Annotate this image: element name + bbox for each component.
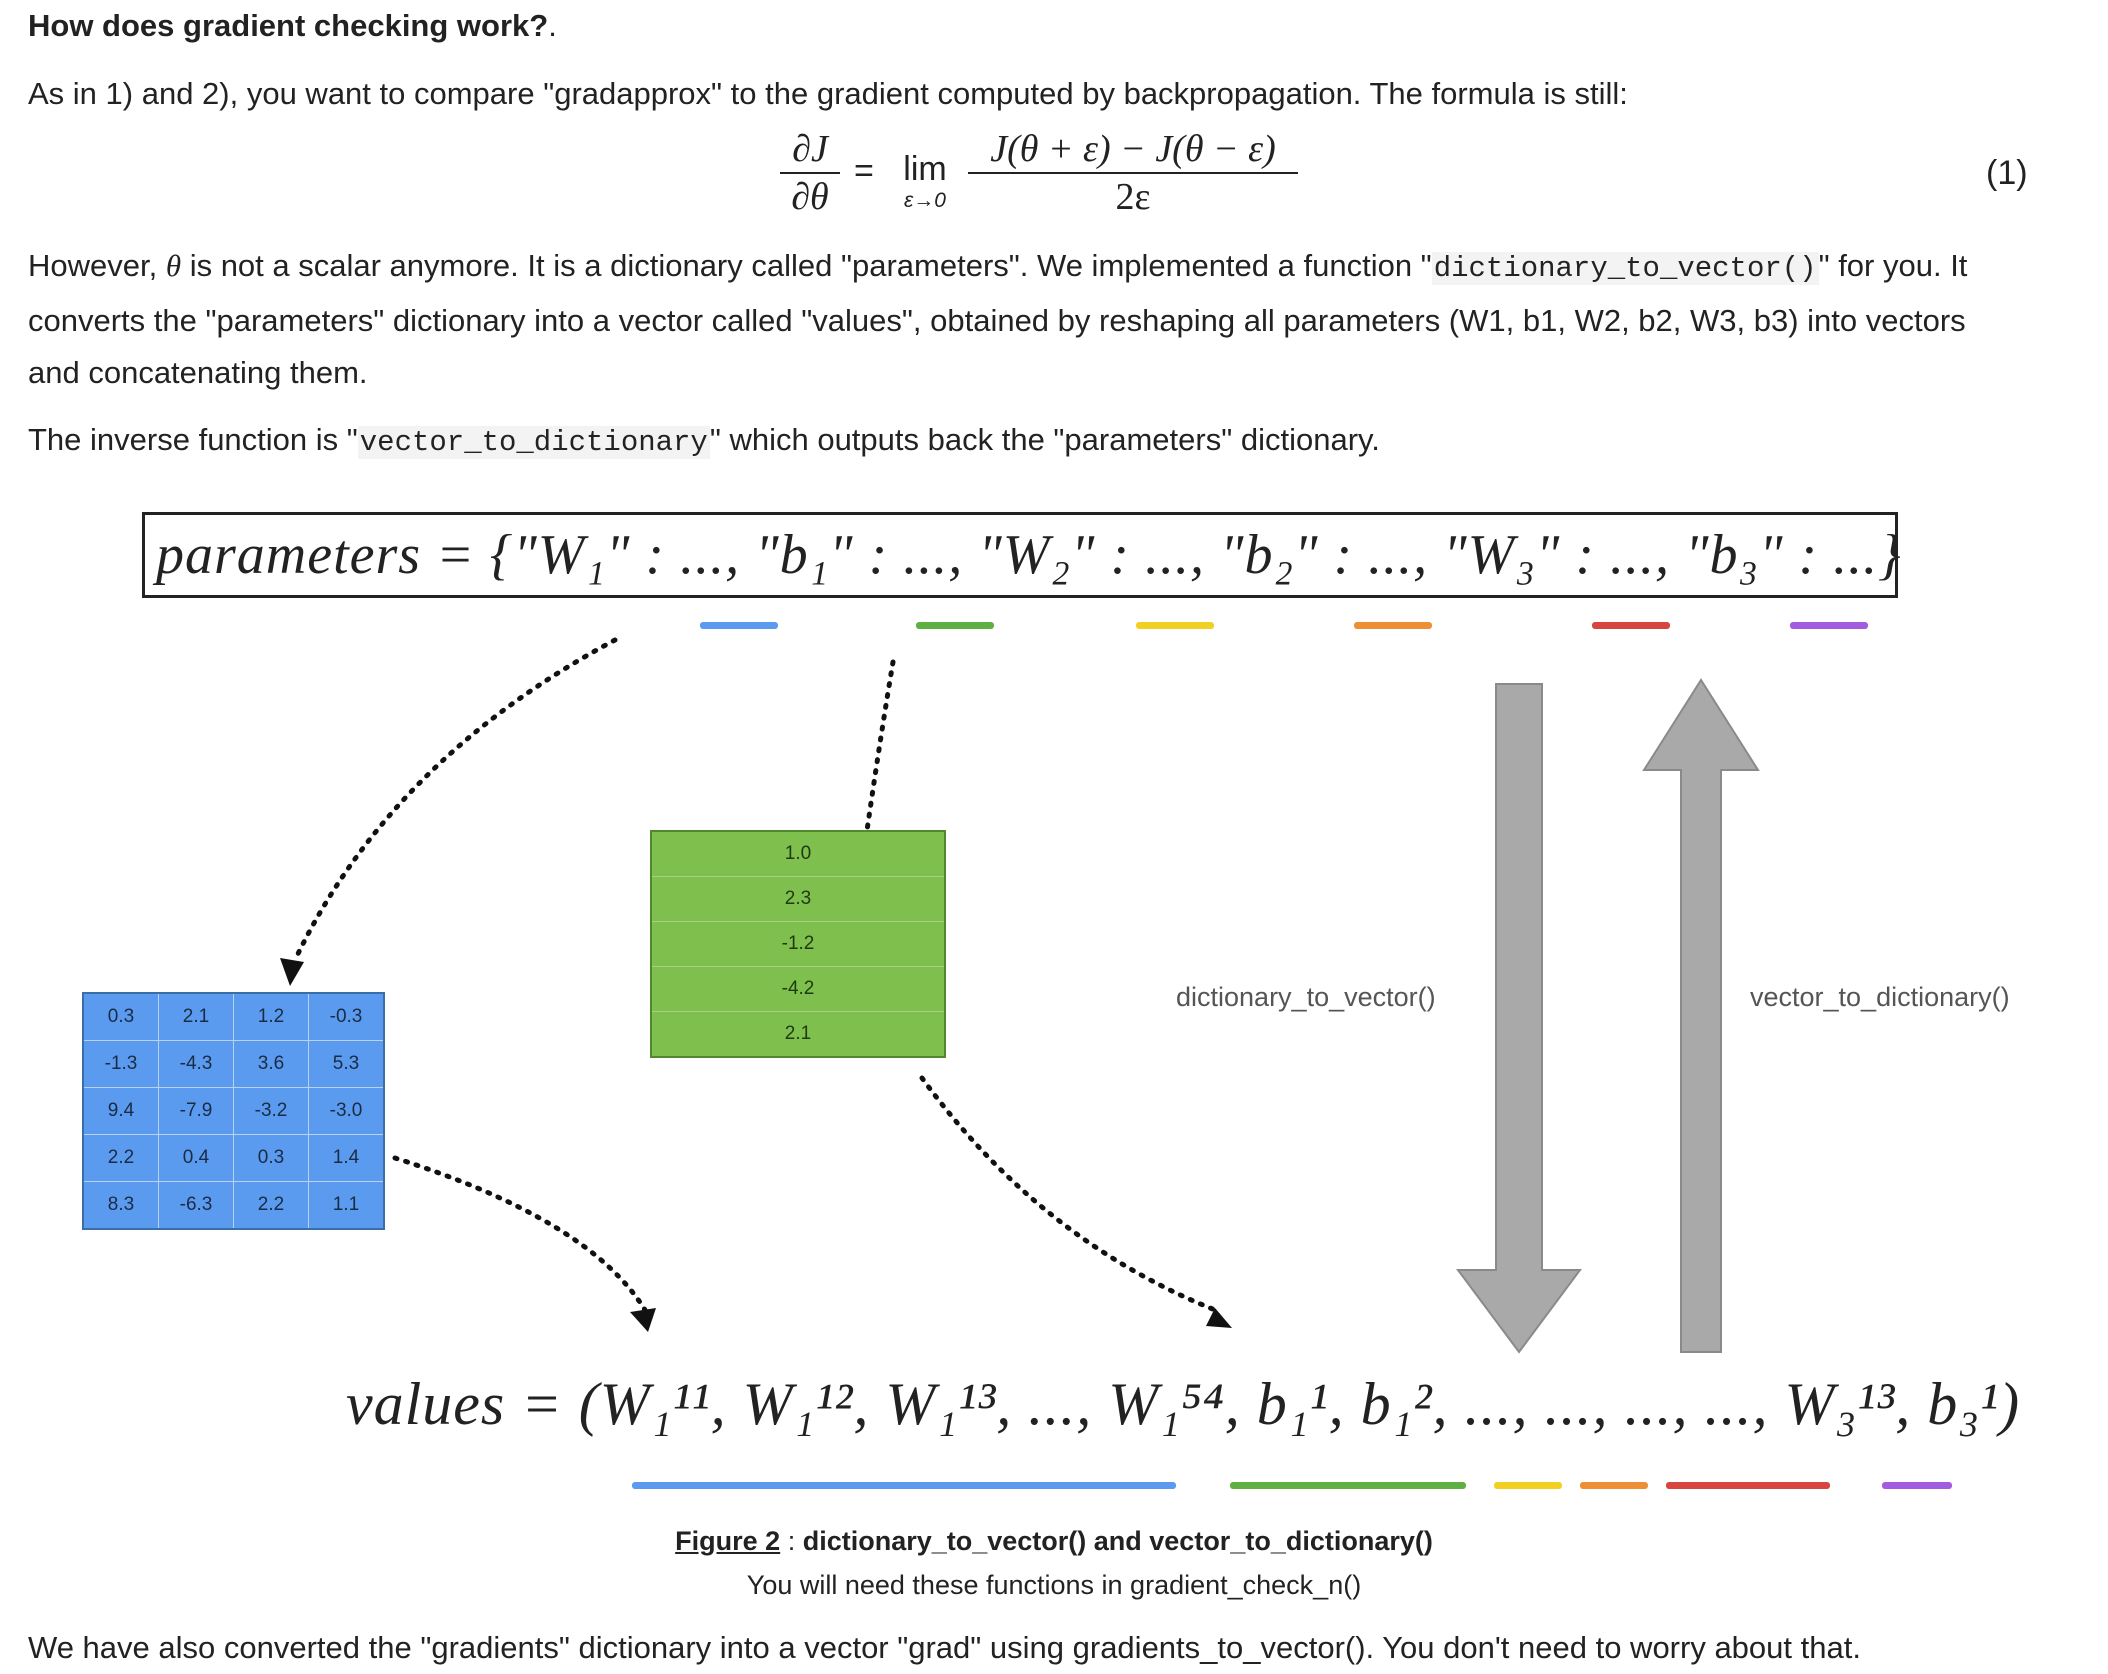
dotted-arrow-to-matrix [292,637,618,963]
matrix-cell: 3.6 [233,1040,309,1088]
formula-lim: lim [903,150,947,188]
caption-separator: : [780,1526,803,1556]
arrowhead-values-left [630,1308,656,1332]
values-underline-b1 [1230,1482,1466,1489]
matrix-cell: 2.2 [82,1134,159,1182]
vector-cell: -1.2 [652,922,944,967]
matrix-cell: 2.2 [233,1181,309,1230]
gradient-formula: ∂J ∂θ = lim ε→0 J(θ + ε) − J(θ − ε) 2ε [780,126,1300,236]
para2-part2: is not a scalar anymore. It is a diction… [181,248,1432,283]
matrix-cell: -4.3 [158,1040,234,1088]
footer-paragraph: We have also converted the "gradients" d… [28,1630,1861,1665]
heading-dot: . [548,8,557,43]
matrix-row: 0.3 2.1 1.2 -0.3 [82,992,385,1041]
figure-2: parameters = {"W₁" : ..., "b₁" : ..., "W… [0,500,2108,1530]
underline-W1 [700,622,778,629]
vector-cell: 2.1 [784,1023,812,1044]
formula-lhs-denominator: ∂θ [791,176,829,218]
matrix-cell: -7.9 [158,1087,234,1135]
matrix-cell: 8.3 [82,1181,159,1230]
formula-rhs-numerator: J(θ + ε) − J(θ − ε) [968,126,1298,174]
matrix-cell: 2.1 [158,992,234,1041]
formula-lhs-numerator: ∂J [780,126,840,174]
dotted-arrow-matrix-to-values [392,1155,648,1313]
matrix-cell: -1.3 [82,1040,159,1088]
underline-b3 [1790,622,1868,629]
underline-b2 [1354,622,1432,629]
formula-equals: = [854,152,874,190]
label-vector-to-dictionary: vector_to_dictionary() [1750,982,2010,1012]
matrix-cell: -6.3 [158,1181,234,1230]
matrix-row: -1.3 -4.3 3.6 5.3 [82,1040,385,1088]
matrix-cell: -0.3 [308,992,385,1041]
figure-subcaption: You will need these functions in gradien… [746,1570,1362,1600]
para2-line3: and concatenating them. [28,355,368,390]
arrowhead-matrix [280,958,304,986]
W1-matrix: 0.3 2.1 1.2 -0.3 -1.3 -4.3 3.6 5.3 9.4 -… [82,992,385,1230]
matrix-cell: -3.0 [308,1087,385,1135]
formula-lim-subscript: ε→0 [904,189,946,212]
section-heading: How does gradient checking work?. [28,4,557,48]
up-arrow-vector-to-dictionary [1642,678,1760,1353]
down-arrow-dictionary-to-vector [1456,683,1582,1354]
vector-cell: 1.0 [652,832,944,877]
vector-cell: -4.2 [652,967,944,1012]
code-dictionary-to-vector: dictionary_to_vector() [1431,252,1819,285]
matrix-cell: 0.3 [82,992,159,1041]
matrix-row: 8.3 -6.3 2.2 1.1 [82,1181,385,1230]
label-dictionary-to-vector: dictionary_to_vector() [1176,982,1436,1012]
underline-W3 [1592,622,1670,629]
para2-line2: converts the "parameters" dictionary int… [28,303,1966,338]
matrix-row: 9.4 -7.9 -3.2 -3.0 [82,1087,385,1135]
heading-text: How does gradient checking work? [28,8,549,43]
matrix-cell: 1.4 [308,1134,385,1182]
matrix-cell: -3.2 [233,1087,309,1135]
underline-W2 [1136,622,1214,629]
b1-vector: 1.0 2.3 -1.2 -4.2 2.1 [650,830,946,1058]
caption-title: dictionary_to_vector() and vector_to_dic… [802,1526,1433,1556]
theta-symbol: θ [165,248,182,283]
values-underline-W3 [1666,1482,1830,1489]
values-underline-b3 [1882,1482,1952,1489]
underline-b1 [916,622,994,629]
values-underline-W1 [632,1482,1176,1489]
para3-part1: The inverse function is " [28,422,358,457]
caption-label: Figure 2 [675,1526,781,1556]
formula-rhs-denominator: 2ε [1115,176,1151,218]
parameters-box [142,512,1898,598]
values-expression: values = (W₁¹¹, W₁¹², W₁¹³, ..., W₁⁵⁴, b… [346,1371,2021,1437]
matrix-cell: 0.4 [158,1134,234,1182]
dotted-arrow-vector-to-values [919,1075,1218,1313]
matrix-cell: 9.4 [82,1087,159,1135]
matrix-cell: 1.2 [233,992,309,1041]
matrix-row: 2.2 0.4 0.3 1.4 [82,1134,385,1182]
parameters-paragraph: However, θ is not a scalar anymore. It i… [28,240,2078,399]
para2-part1: However, [28,248,166,283]
para3-part2: " which outputs back the "parameters" di… [709,422,1380,457]
matrix-cell: 5.3 [308,1040,385,1088]
parameters-expression: parameters = {"W₁" : ..., "b₁" : ..., "W… [156,524,1902,586]
matrix-cell: 0.3 [233,1134,309,1182]
figure-caption: Figure 2 : dictionary_to_vector() and ve… [0,1520,2108,1562]
equation-number: (1) [1986,154,2028,192]
vector-cell: 2.3 [652,877,944,922]
intro-paragraph: As in 1) and 2), you want to compare "gr… [28,76,1628,111]
arrowhead-values-right [1206,1308,1232,1328]
inverse-paragraph: The inverse function is "vector_to_dicti… [28,414,2078,469]
values-underline-b2 [1580,1482,1648,1489]
code-vector-to-dictionary: vector_to_dictionary [357,426,710,459]
matrix-cell: 1.1 [308,1181,385,1230]
values-underline-W2 [1494,1482,1562,1489]
para2-part3: " for you. It [1818,248,1968,283]
